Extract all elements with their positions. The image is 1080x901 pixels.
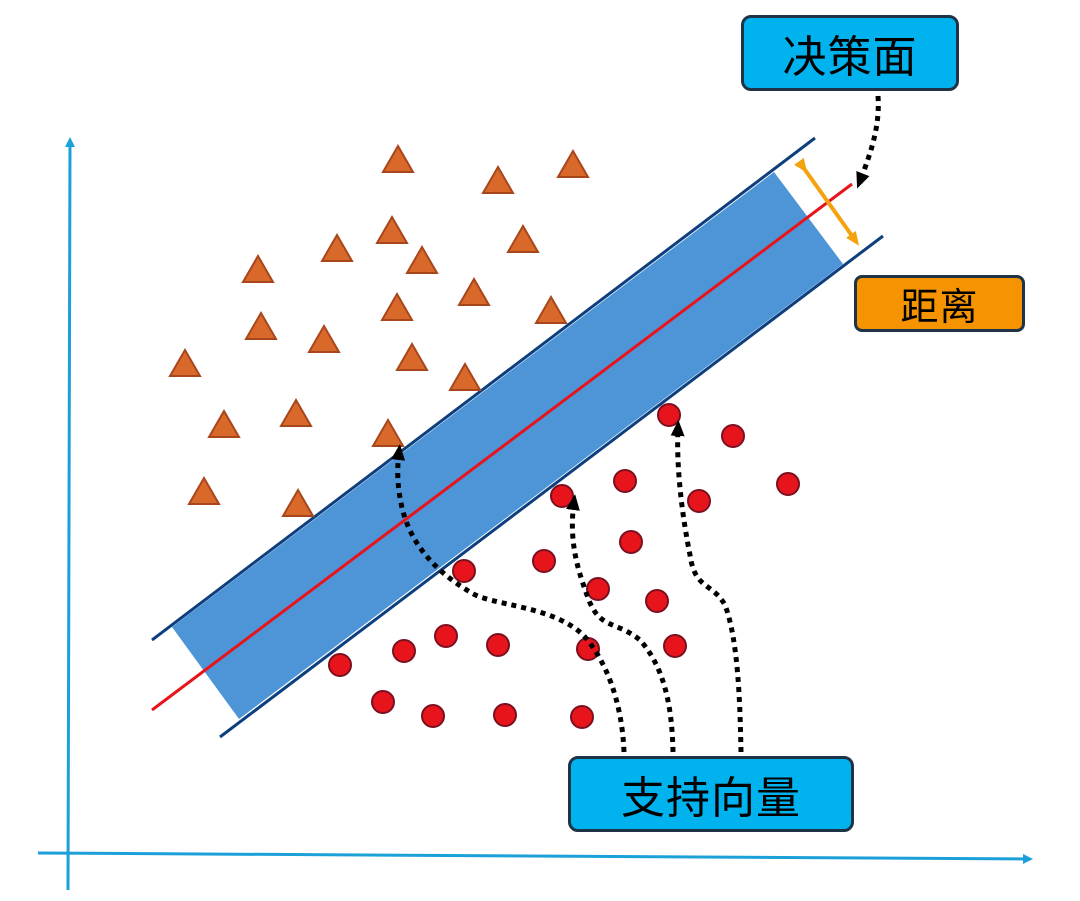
triangle-marker: [556, 148, 590, 178]
triangle-marker: [381, 143, 415, 173]
triangle-marker: [534, 294, 568, 324]
decision-pointer-arrow: [856, 95, 881, 189]
axes: [37, 137, 1033, 891]
x-axis: [37, 851, 1033, 864]
triangle-marker: [207, 408, 241, 438]
dot-points: [328, 403, 800, 729]
circle-marker: [421, 704, 445, 728]
circle-marker: [576, 637, 600, 661]
circle-marker: [721, 424, 745, 448]
triangle-marker: [187, 475, 221, 505]
circle-marker: [532, 549, 556, 573]
triangle-marker: [448, 361, 482, 391]
decision-line: [151, 182, 853, 712]
y-axis: [64, 137, 75, 891]
circle-marker: [434, 624, 458, 648]
circle-marker: [328, 653, 352, 677]
triangle-marker: [506, 223, 540, 253]
support-vectors-label: 支持向量: [568, 756, 854, 832]
triangle-marker: [307, 323, 341, 353]
circle-marker: [657, 403, 681, 427]
circle-marker: [776, 472, 800, 496]
decision-surface-label: 决策面: [741, 15, 959, 91]
margin-edge-upper: [151, 136, 816, 642]
triangle-marker: [481, 164, 515, 194]
margin-band: [172, 172, 843, 719]
circle-marker: [493, 703, 517, 727]
triangle-marker: [320, 232, 354, 262]
triangle-marker: [281, 487, 315, 517]
margin: [151, 136, 884, 739]
distance-arrow: [794, 157, 860, 246]
triangle-marker: [395, 341, 429, 371]
dashed-arrows: [391, 95, 881, 753]
triangle-marker: [405, 244, 439, 274]
circle-marker: [486, 633, 510, 657]
circle-marker: [371, 690, 395, 714]
circle-marker: [452, 559, 476, 583]
circle-marker: [586, 577, 610, 601]
triangle-marker: [380, 291, 414, 321]
distance-label: 距离: [854, 275, 1025, 332]
circle-marker: [550, 484, 574, 508]
circle-marker: [619, 530, 643, 554]
triangle-marker: [371, 417, 405, 447]
circle-marker: [392, 639, 416, 663]
circle-marker: [645, 589, 669, 613]
margin-edge-lower: [219, 234, 884, 739]
triangle-marker: [279, 397, 313, 427]
triangle-marker: [375, 214, 409, 244]
triangle-marker: [241, 253, 275, 283]
support-arrow-2: [565, 494, 676, 753]
circle-marker: [570, 705, 594, 729]
triangle-points: [168, 143, 590, 517]
circle-marker: [613, 469, 637, 493]
circle-marker: [687, 489, 711, 513]
triangle-marker: [457, 276, 491, 306]
triangle-marker: [168, 347, 202, 377]
support-arrow-3: [670, 420, 744, 753]
circle-marker: [663, 634, 687, 658]
support-arrow-1: [391, 444, 627, 753]
triangle-marker: [244, 310, 278, 340]
